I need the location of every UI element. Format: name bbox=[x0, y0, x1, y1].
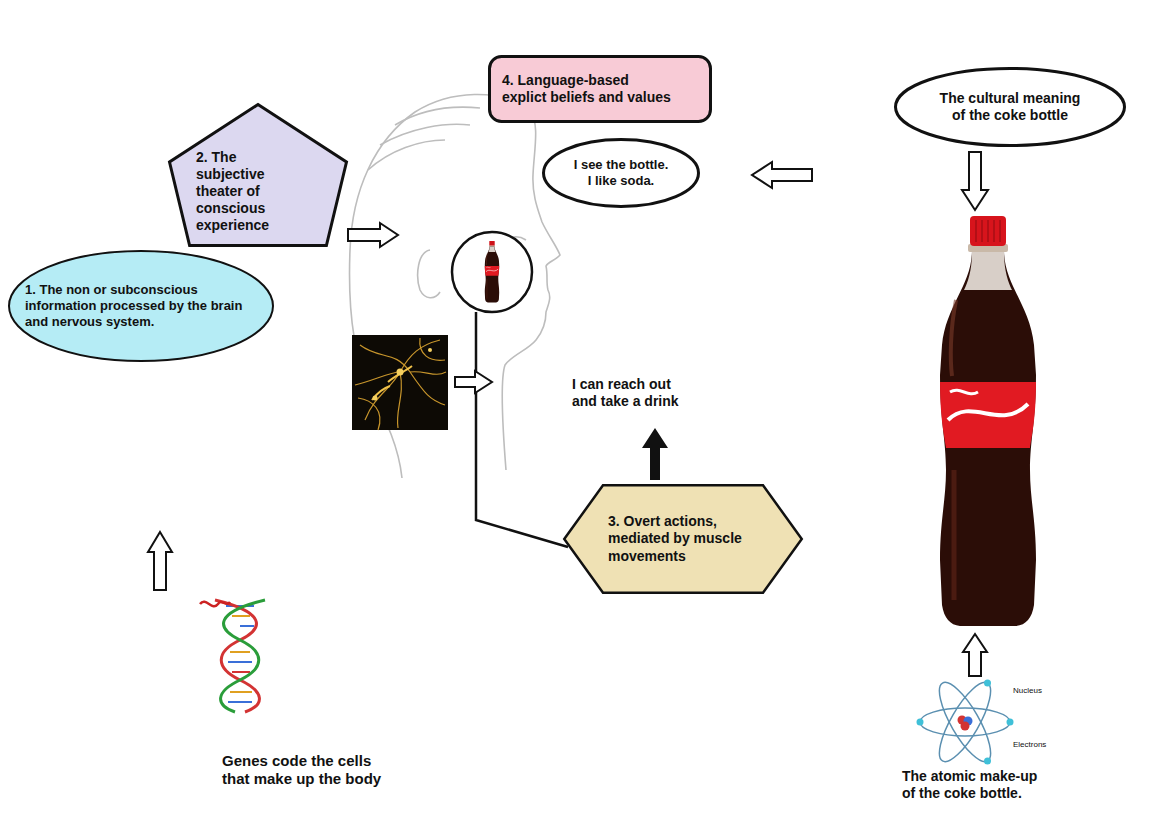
illustration-part bbox=[930, 676, 999, 768]
illustration-part bbox=[418, 250, 440, 298]
meaning-ellipse-outline bbox=[896, 69, 1125, 146]
illustration-part bbox=[410, 372, 446, 375]
small-coke-bottle bbox=[485, 241, 499, 303]
illustration-part bbox=[428, 348, 432, 352]
illustration-part bbox=[232, 671, 250, 673]
node-text: 4. Language-based explict beliefs and va… bbox=[502, 72, 674, 106]
illustration-part bbox=[930, 676, 999, 768]
meaning-ellipse: The cultural meaning of the coke bottle bbox=[894, 67, 1126, 147]
illustration-part bbox=[232, 615, 250, 617]
illustration-part bbox=[230, 691, 252, 693]
illustration-part bbox=[917, 719, 924, 726]
speech-bubble: I see the bottle. I like soda. bbox=[542, 138, 700, 208]
node-text: 3. Overt actions, mediated by muscle mov… bbox=[608, 513, 758, 564]
atom-particles bbox=[917, 680, 1014, 765]
illustration-part bbox=[368, 107, 480, 170]
action-hexagon: 3. Overt actions, mediated by muscle mov… bbox=[563, 484, 803, 594]
illustration-part bbox=[372, 366, 412, 400]
illustration-part bbox=[920, 708, 1010, 736]
caption-text: The atomic make-up of the coke bottle. bbox=[902, 768, 1047, 802]
illustration-part bbox=[388, 366, 412, 382]
illustration-part bbox=[984, 680, 991, 687]
node-text: 1. The non or subconscious information p… bbox=[25, 282, 257, 330]
belief-box-outline bbox=[490, 57, 711, 122]
experience-pentagon-outline bbox=[170, 105, 347, 246]
text-holder: 3. Overt actions, mediated by muscle mov… bbox=[608, 513, 758, 564]
text-holder: I see the bottle. I like soda. bbox=[572, 157, 670, 189]
illustration-part bbox=[961, 722, 970, 731]
head-sketch bbox=[350, 94, 560, 478]
illustration-part bbox=[1007, 719, 1014, 726]
text-holder: The cultural meaning of the coke bottle bbox=[935, 90, 1085, 124]
illustration-part bbox=[373, 396, 378, 401]
illustration-part bbox=[752, 162, 812, 188]
focus-circle bbox=[452, 232, 532, 312]
node-text: The cultural meaning of the coke bottle bbox=[935, 90, 1085, 124]
leader-line bbox=[476, 312, 568, 547]
illustration-part bbox=[230, 651, 250, 653]
action-arrow bbox=[642, 428, 668, 480]
illustration-part bbox=[984, 758, 991, 765]
action-note: I can reach out and take a drink bbox=[572, 376, 690, 410]
belief-box: 4. Language-based explict beliefs and va… bbox=[488, 55, 712, 123]
illustration-part bbox=[352, 335, 448, 430]
caption-text: Genes code the cells that make up the bo… bbox=[222, 752, 390, 789]
coke-bottle bbox=[940, 216, 1036, 626]
illustration-part bbox=[358, 398, 380, 430]
atom-part-label: Nucleus bbox=[1013, 686, 1063, 696]
illustration-part bbox=[397, 372, 401, 428]
illustration-part bbox=[240, 625, 254, 627]
illustration-part bbox=[228, 701, 252, 703]
illustration-part bbox=[397, 369, 404, 376]
action-hexagon-outline bbox=[564, 485, 802, 593]
text-holder: 1. The non or subconscious information p… bbox=[25, 282, 257, 330]
subconscious-ellipse: 1. The non or subconscious information p… bbox=[8, 250, 274, 362]
experience-pentagon: 2. The subjective theater of conscious e… bbox=[168, 103, 348, 247]
text-holder: 2. The subjective theater of conscious e… bbox=[196, 149, 286, 234]
atom-part-label: Electrons bbox=[1013, 740, 1063, 750]
illustration-part bbox=[200, 602, 230, 607]
illustration-part bbox=[148, 532, 172, 590]
illustration-part bbox=[962, 152, 988, 210]
subconscious-ellipse-outline bbox=[9, 251, 273, 361]
dna-image bbox=[200, 600, 265, 712]
speech-bubble-outline bbox=[544, 140, 699, 207]
illustration-part bbox=[963, 634, 987, 676]
illustration-part bbox=[221, 600, 265, 712]
illustration-part bbox=[455, 371, 492, 393]
neuron-image bbox=[352, 335, 448, 430]
illustration-part bbox=[355, 338, 446, 430]
illustration-part bbox=[420, 338, 445, 360]
illustration-part bbox=[228, 661, 252, 663]
illustration-part bbox=[372, 386, 390, 400]
illustration-part bbox=[360, 345, 445, 405]
illustration-part bbox=[226, 606, 254, 702]
node-text: 2. The subjective theater of conscious e… bbox=[196, 149, 286, 234]
atom-image bbox=[920, 676, 1010, 768]
node-text: I see the bottle. I like soda. bbox=[572, 157, 670, 189]
illustration-part bbox=[348, 223, 398, 247]
text-holder: 4. Language-based explict beliefs and va… bbox=[502, 72, 674, 106]
